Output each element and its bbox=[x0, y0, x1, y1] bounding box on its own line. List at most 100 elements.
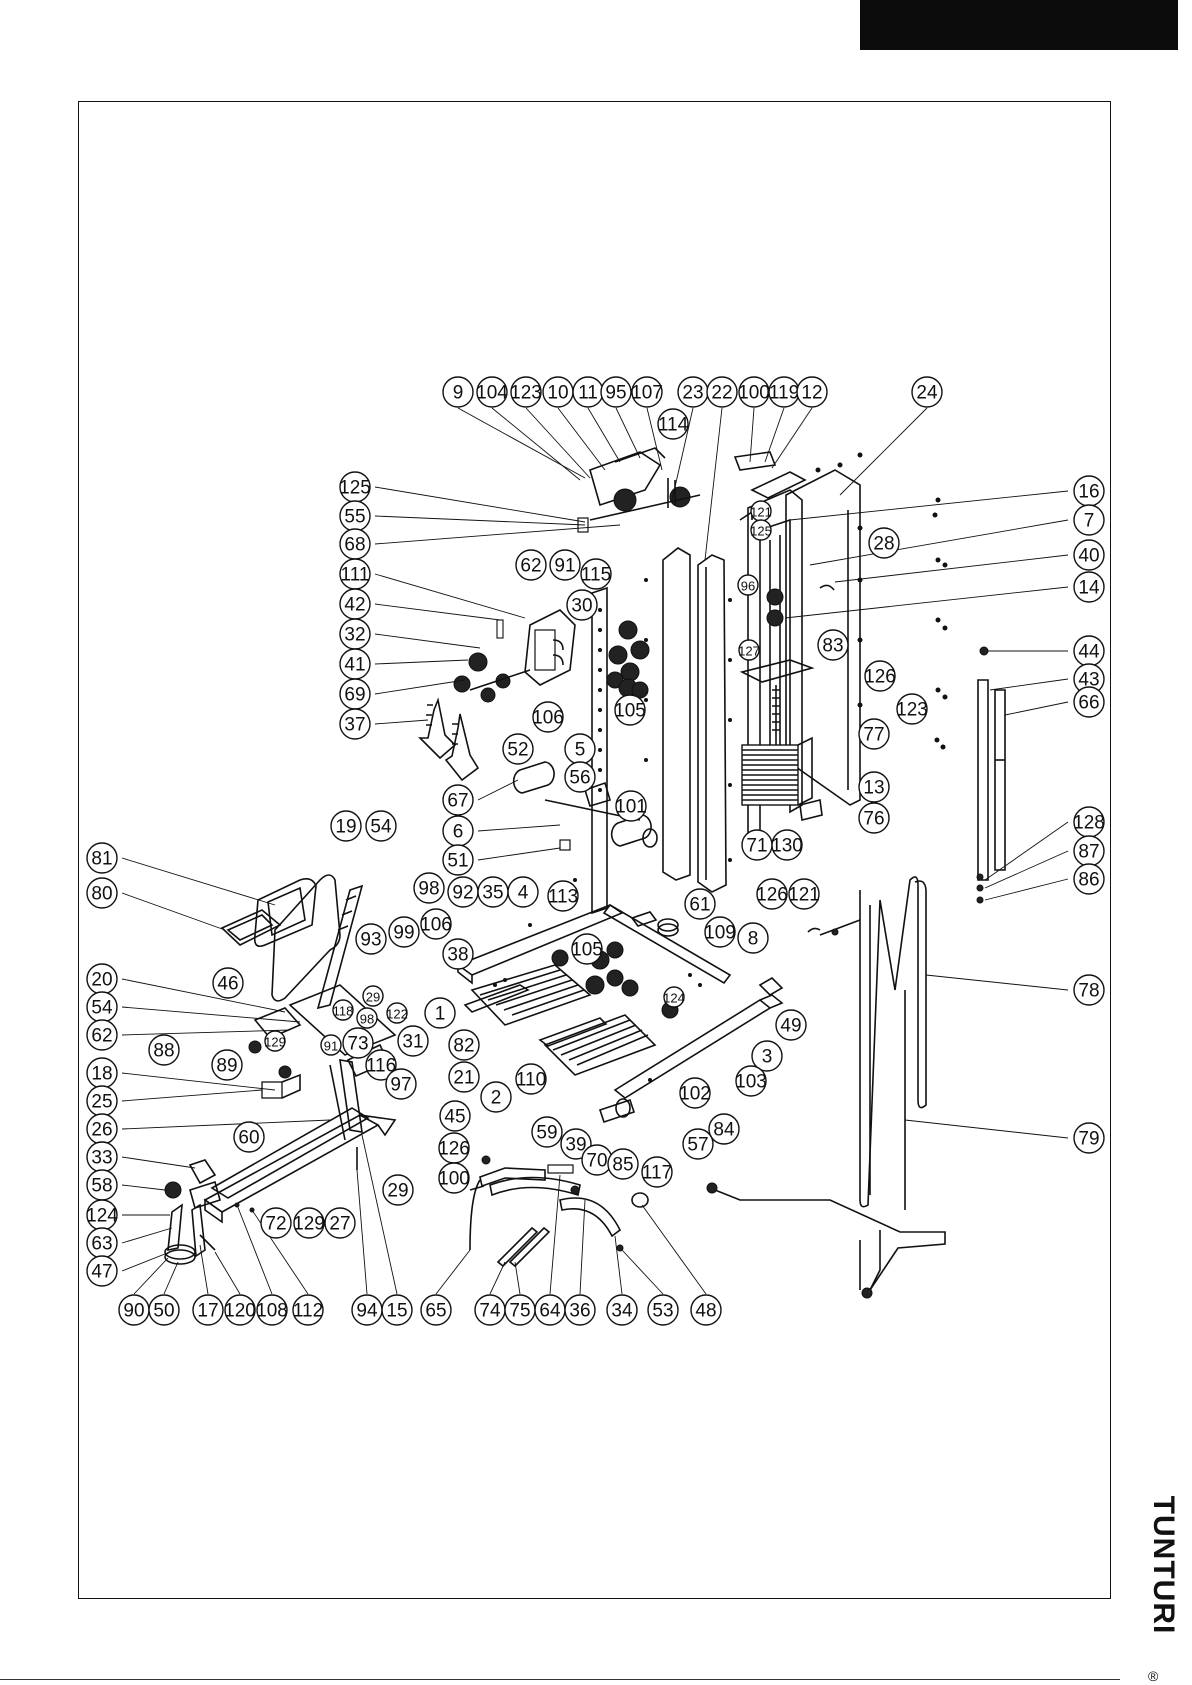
part-callout-111: 111 bbox=[339, 558, 371, 590]
callout-circle bbox=[531, 1116, 563, 1148]
part-callout-72: 72 bbox=[260, 1207, 292, 1239]
part-callout-105: 105 bbox=[571, 933, 603, 965]
part-callout-52: 52 bbox=[502, 733, 534, 765]
callout-number: 114 bbox=[658, 415, 689, 436]
callout-number: 12 bbox=[801, 383, 822, 404]
callout-number: 32 bbox=[344, 625, 365, 646]
callout-number: 17 bbox=[197, 1301, 218, 1322]
callout-circle bbox=[438, 1162, 470, 1194]
callout-circle bbox=[448, 1029, 480, 1061]
part-callout-43: 43 bbox=[1073, 663, 1105, 695]
side-covers bbox=[644, 547, 732, 893]
callout-number: 44 bbox=[1078, 642, 1100, 663]
callout-number: 109 bbox=[704, 923, 736, 944]
callout-number: 105 bbox=[614, 701, 646, 722]
part-callout-54: 54 bbox=[365, 810, 397, 842]
leader-lines bbox=[121, 407, 1069, 1295]
part-callout-120: 120 bbox=[224, 1294, 256, 1326]
callout-circle bbox=[256, 1294, 288, 1326]
callout-number: 20 bbox=[91, 970, 112, 991]
part-callout-65: 65 bbox=[420, 1294, 452, 1326]
callout-circle bbox=[442, 938, 474, 970]
callout-circle bbox=[564, 1294, 596, 1326]
part-callout-41: 41 bbox=[339, 648, 371, 680]
part-callout-91: 91 bbox=[549, 549, 581, 581]
callout-number: 37 bbox=[344, 715, 365, 736]
callout-circle bbox=[292, 1294, 324, 1326]
part-callout-123: 123 bbox=[896, 693, 928, 725]
part-callout-23: 23 bbox=[677, 376, 709, 408]
part-callout-42: 42 bbox=[339, 588, 371, 620]
callout-circle bbox=[1073, 571, 1105, 603]
callout-number: 30 bbox=[571, 596, 592, 617]
callout-number: 23 bbox=[682, 383, 703, 404]
callout-number: 11 bbox=[578, 383, 598, 404]
callout-number: 121 bbox=[788, 885, 820, 906]
callout-circle bbox=[264, 1030, 286, 1052]
part-callout-18: 18 bbox=[86, 1057, 118, 1089]
callout-number: 108 bbox=[256, 1301, 288, 1322]
callout-number: 8 bbox=[748, 929, 759, 950]
callout-number: 104 bbox=[476, 383, 508, 404]
part-callout-51: 51 bbox=[442, 844, 474, 876]
callout-number: 25 bbox=[91, 1092, 112, 1113]
callout-circle bbox=[738, 639, 760, 661]
callout-circle bbox=[448, 1061, 480, 1093]
callout-number: 117 bbox=[642, 1163, 672, 1184]
part-callout-2: 2 bbox=[480, 1081, 512, 1113]
part-callout-37: 37 bbox=[339, 708, 371, 740]
part-callout-45: 45 bbox=[439, 1100, 471, 1132]
part-callout-95: 95 bbox=[600, 376, 632, 408]
callout-number: 99 bbox=[393, 923, 414, 944]
part-callout-12: 12 bbox=[796, 376, 828, 408]
part-callout-29: 29 bbox=[382, 1174, 414, 1206]
callout-circle bbox=[817, 629, 849, 661]
part-callout-3: 3 bbox=[751, 1040, 783, 1072]
callout-number: 62 bbox=[520, 556, 541, 577]
part-callout-67: 67 bbox=[442, 784, 474, 816]
callout-number: 51 bbox=[447, 851, 468, 872]
callout-number: 96 bbox=[741, 579, 755, 594]
part-callout-118: 118 bbox=[332, 999, 354, 1021]
part-callout-28: 28 bbox=[868, 527, 900, 559]
callout-circle bbox=[858, 771, 890, 803]
part-callout-98: 98 bbox=[356, 1007, 378, 1029]
callout-number: 63 bbox=[91, 1234, 112, 1255]
part-callout-109: 109 bbox=[704, 916, 736, 948]
part-callout-22: 22 bbox=[706, 376, 738, 408]
part-callout-106: 106 bbox=[532, 701, 564, 733]
callout-number: 43 bbox=[1078, 670, 1099, 691]
callout-number: 45 bbox=[444, 1107, 465, 1128]
callout-circle bbox=[1073, 504, 1105, 536]
callout-number: 9 bbox=[453, 383, 464, 404]
part-callout-130: 130 bbox=[771, 829, 803, 861]
callout-number: 60 bbox=[238, 1128, 259, 1149]
callout-circle bbox=[775, 1009, 807, 1041]
callout-circle bbox=[788, 878, 820, 910]
callout-number: 100 bbox=[738, 383, 770, 404]
part-callout-96: 96 bbox=[737, 574, 759, 596]
callout-number: 116 bbox=[366, 1056, 396, 1077]
callout-circle bbox=[320, 1034, 342, 1056]
callout-circle bbox=[515, 549, 547, 581]
part-callout-61: 61 bbox=[684, 888, 716, 920]
callout-number: 112 bbox=[293, 1301, 323, 1322]
part-callout-127: 127 bbox=[738, 639, 760, 661]
callout-number: 129 bbox=[293, 1214, 325, 1235]
callout-number: 5 bbox=[575, 740, 586, 761]
callout-circle bbox=[600, 376, 632, 408]
part-callout-25: 25 bbox=[86, 1085, 118, 1117]
callout-circle bbox=[515, 1063, 547, 1095]
part-callout-35: 35 bbox=[477, 876, 509, 908]
part-callout-70: 70 bbox=[581, 1144, 613, 1176]
part-callout-122: 122 bbox=[386, 1002, 408, 1024]
part-callout-1: 1 bbox=[424, 997, 456, 1029]
part-callout-63: 63 bbox=[86, 1227, 118, 1259]
part-callout-116: 116 bbox=[365, 1049, 397, 1081]
callout-circle bbox=[442, 844, 474, 876]
part-callout-113: 113 bbox=[547, 880, 579, 912]
callout-number: 81 bbox=[91, 849, 112, 870]
callout-number: 24 bbox=[916, 383, 938, 404]
callout-circle bbox=[439, 1100, 471, 1132]
part-callout-87: 87 bbox=[1073, 835, 1105, 867]
